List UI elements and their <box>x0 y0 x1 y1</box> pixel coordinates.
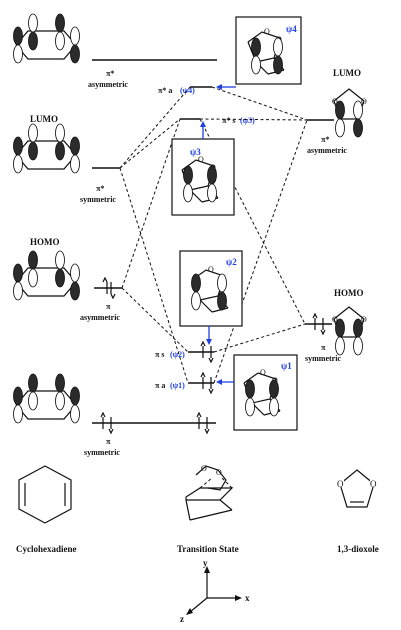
axis-label-x: x <box>245 593 250 603</box>
label-ts-pi-a: π a <box>155 381 165 390</box>
cyclohexadiene-mo-lumo <box>13 123 80 174</box>
label-ts-pi-star-s: π* s <box>222 116 236 125</box>
svg-text:O: O <box>332 315 338 324</box>
electron-pair-lowest <box>100 411 114 435</box>
axis-label-y: y <box>203 558 208 568</box>
box-label-psi1: ψ1 <box>281 361 292 371</box>
dioxole-mo-lumo: O O <box>332 88 367 138</box>
label-homo-right: HOMO <box>334 288 364 298</box>
box-label-psi2: ψ2 <box>226 257 237 267</box>
correlation-lines <box>119 86 308 384</box>
label-homo-left: HOMO <box>30 237 60 247</box>
label-asymmetric-left: asymmetric <box>80 313 120 322</box>
svg-text:O: O <box>216 468 222 477</box>
dioxole-mo-homo: O O <box>332 306 367 356</box>
dioxole-structure: O O <box>337 469 377 508</box>
transition-state-structure: O O <box>185 464 234 521</box>
cyclohexadiene-mo-homo <box>13 250 80 301</box>
name-transition-state: Transition State <box>177 544 239 554</box>
label-asymmetric: asymmetric <box>88 80 128 89</box>
name-cyclohexadiene: Cyclohexadiene <box>16 544 77 554</box>
label-ts-psi2: (ψ2) <box>170 350 185 359</box>
label-pi-star-right: π* <box>321 135 329 144</box>
axis-label-z: z <box>180 614 184 624</box>
label-ts-psi4: (ψ4) <box>180 86 195 95</box>
svg-text:O: O <box>337 479 344 489</box>
electron-pair-lowest-ts <box>196 411 210 435</box>
electron-pair-ts-psi1 <box>200 371 214 395</box>
name-dioxole: 1,3-dioxole <box>337 544 379 554</box>
electron-pair-ts-psi2 <box>200 340 214 364</box>
label-symmetric: symmetric <box>80 195 116 204</box>
label-symmetric-right: symmetric <box>305 354 341 363</box>
label-pi-asym: π <box>106 302 111 311</box>
electron-pair-right <box>312 312 326 336</box>
label-lumo-right: LUMO <box>333 68 361 78</box>
box-psi4: ψ4 <box>235 16 302 85</box>
label-ts-pi-star-a: π* a <box>158 86 172 95</box>
cyclohexadiene-mo-lowest <box>13 373 80 424</box>
electron-pair-homo <box>102 276 116 300</box>
box-psi2: ψ2 <box>179 250 243 327</box>
label-asymmetric-right: asymmetric <box>307 146 347 155</box>
label-ts-psi1: (ψ1) <box>170 381 185 390</box>
svg-text:O: O <box>361 97 367 106</box>
svg-text:O: O <box>361 315 367 324</box>
label-ts-pi-s: π s <box>155 350 165 359</box>
cyclohexadiene-mo-pi-star-asym <box>13 13 80 64</box>
box-label-psi4: ψ4 <box>286 24 297 34</box>
label-symmetric-bottom: symmetric <box>84 448 120 457</box>
svg-text:O: O <box>201 464 207 473</box>
xyz-axes <box>186 566 242 615</box>
label-pi-right: π <box>321 343 326 352</box>
cyclohexadiene-structure <box>18 465 72 524</box>
label-ts-psi3: (ψ3) <box>240 116 255 125</box>
box-psi1: ψ1 <box>233 354 298 431</box>
label-pi-sym: π <box>106 437 111 446</box>
svg-text:O: O <box>332 97 338 106</box>
label-lumo-left: LUMO <box>30 114 58 124</box>
label-pi-star-sym: π* <box>96 184 104 193</box>
label-pi-star: π* <box>106 69 114 78</box>
box-psi3: ψ3 <box>171 138 235 216</box>
svg-text:O: O <box>370 479 377 489</box>
box-label-psi3: ψ3 <box>190 147 201 157</box>
